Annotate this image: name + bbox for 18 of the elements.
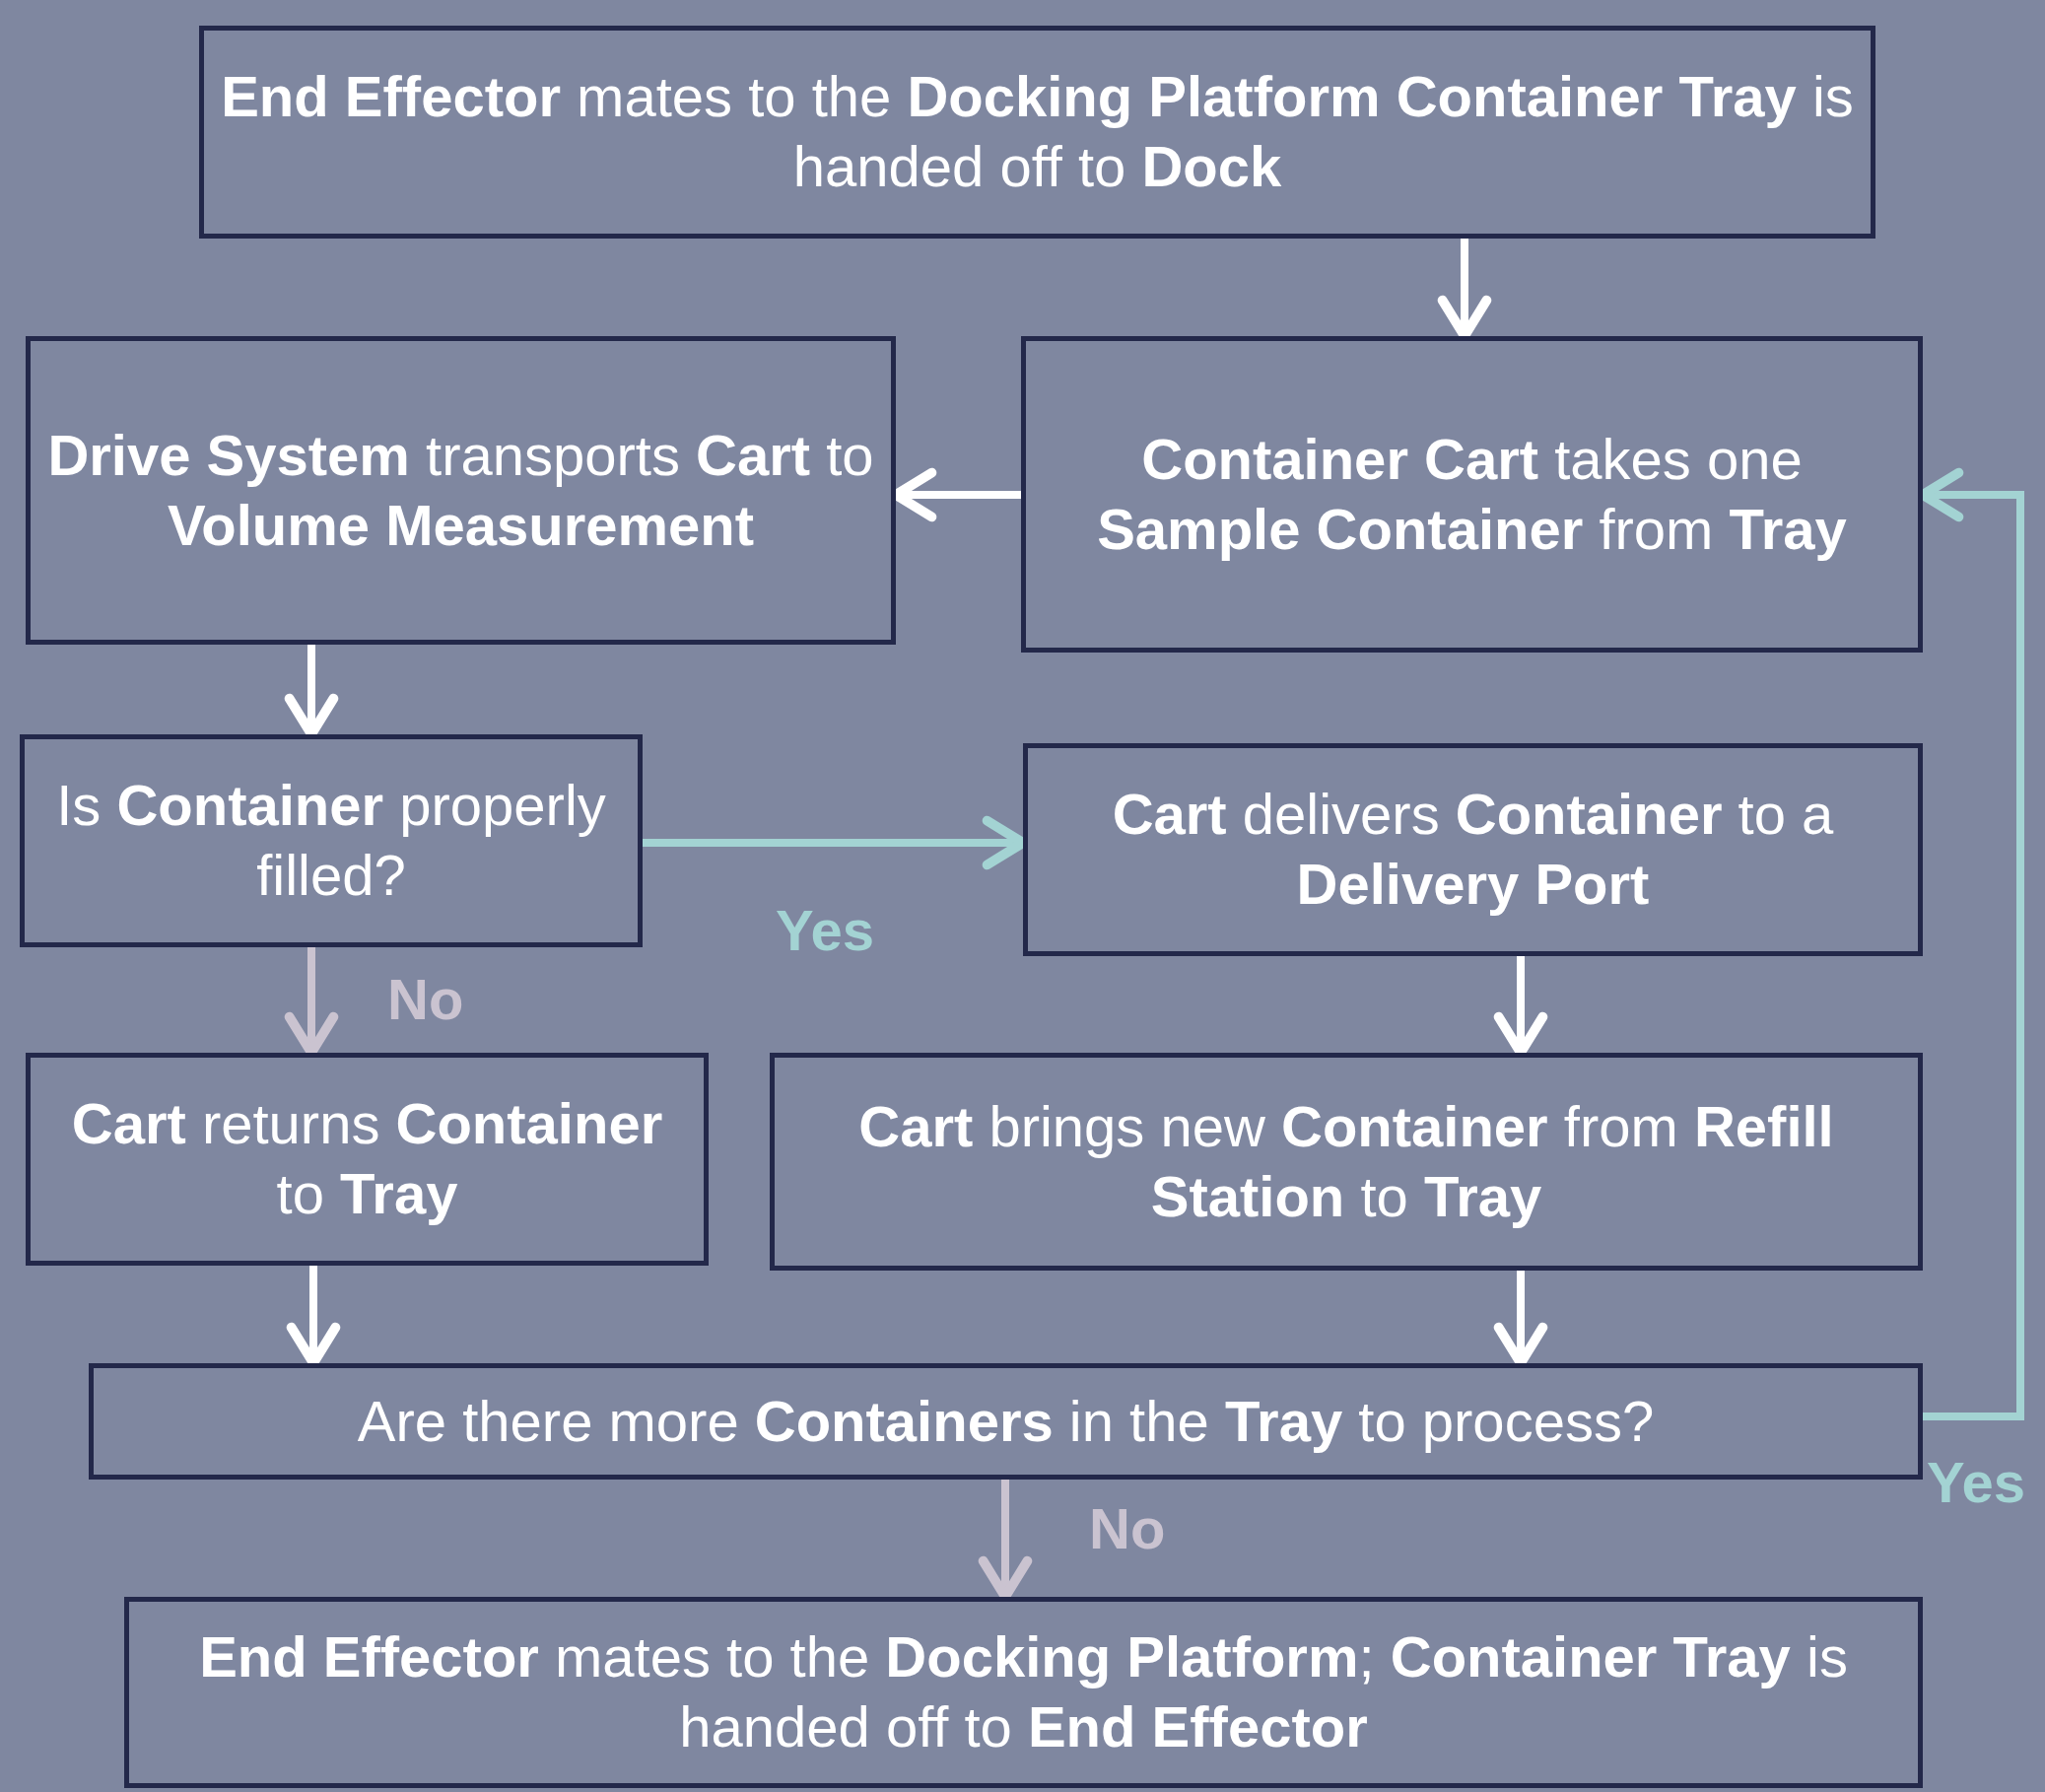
box-text: Drive System transports Cart to Volume Measurement: [46, 421, 875, 559]
process-box: [1021, 336, 1923, 653]
box-text: Are there more Containers in the Tray to process?: [357, 1387, 1655, 1455]
box-text: Cart delivers Container to a Delivery Port: [1111, 781, 1835, 918]
process-box: [199, 26, 1875, 239]
box-text: Cart brings new Container from Refill Station to Tray: [857, 1092, 1835, 1230]
box-text: Container Cart takes one Sample Container from Tray: [1096, 425, 1848, 563]
process-box: [1023, 743, 1923, 956]
process-box: [770, 1053, 1923, 1271]
box-text: End Effector mates to the Docking Platform Container Tray is handed off to Dock: [220, 63, 1855, 200]
process-box: [26, 1053, 709, 1266]
process-box: [89, 1363, 1923, 1480]
process-box: [26, 336, 896, 645]
box-text: Cart returns Container to Tray: [70, 1090, 664, 1227]
box-text: End Effector mates to the Docking Platform; Container Tray is handed off to End Effector: [198, 1623, 1849, 1760]
box-text: Is Container properly filled?: [55, 772, 607, 909]
process-box: [124, 1597, 1923, 1788]
process-box: [20, 734, 643, 947]
